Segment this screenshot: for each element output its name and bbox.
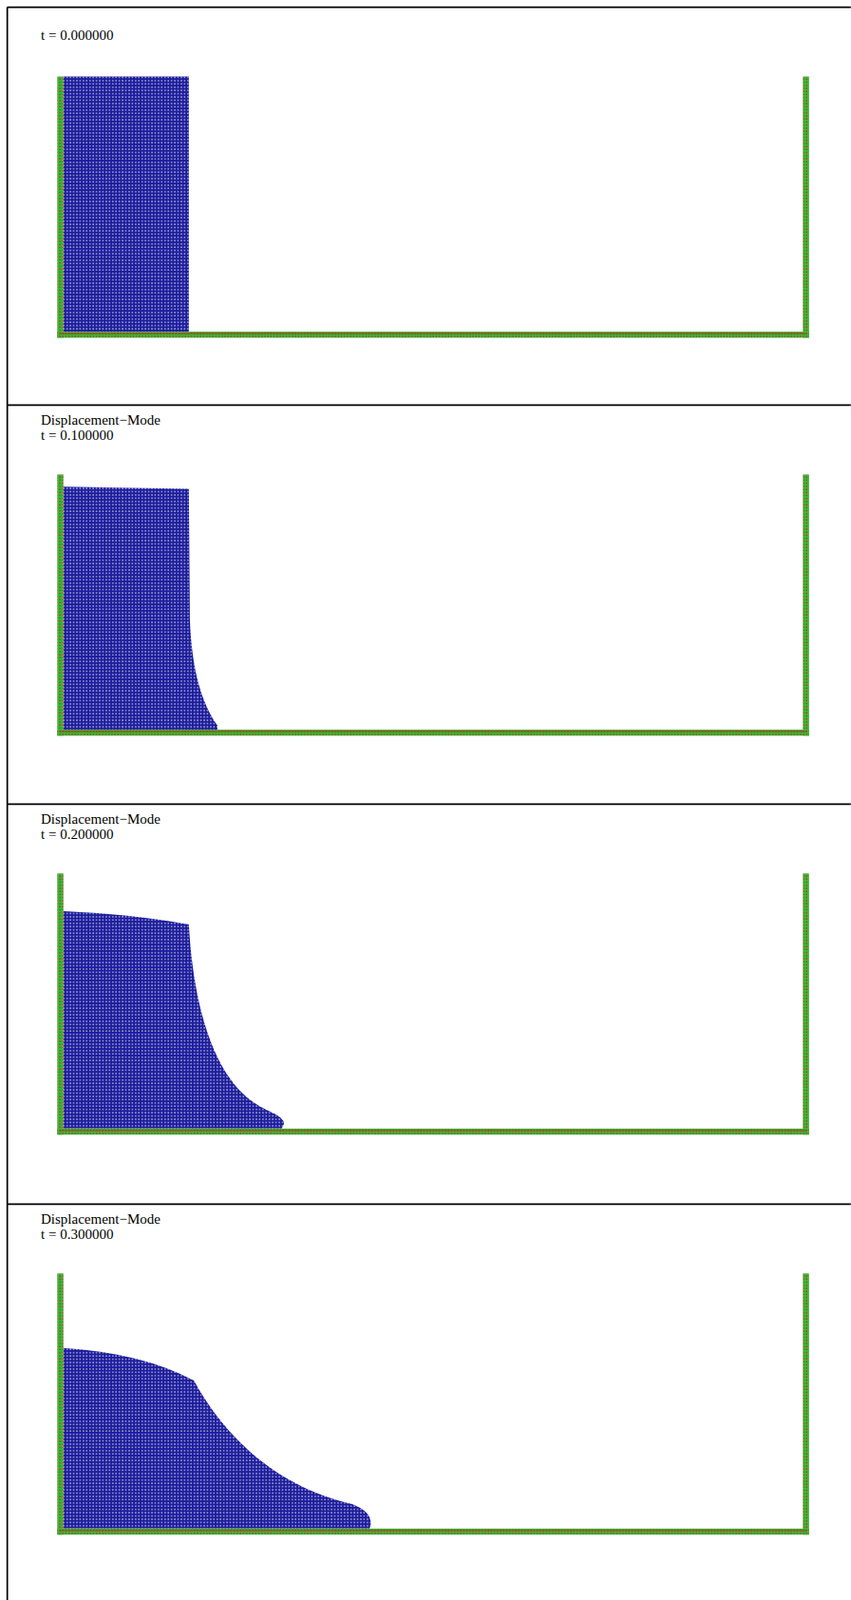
tank-panel	[56, 1272, 810, 1534]
time-label: Displacement−Mode	[40, 1210, 161, 1228]
time-label: t = 0.100000	[40, 427, 114, 444]
time-label: Displacement−Mode	[40, 412, 161, 429]
time-label: t = 0.200000	[40, 826, 114, 843]
tank-panel	[56, 872, 810, 1135]
tank-panel	[56, 473, 810, 736]
time-label: t = 0.000000	[40, 27, 114, 44]
time-label: Displacement−Mode	[40, 811, 161, 828]
time-label: t = 0.300000	[40, 1226, 114, 1243]
tank-panel	[56, 76, 810, 339]
